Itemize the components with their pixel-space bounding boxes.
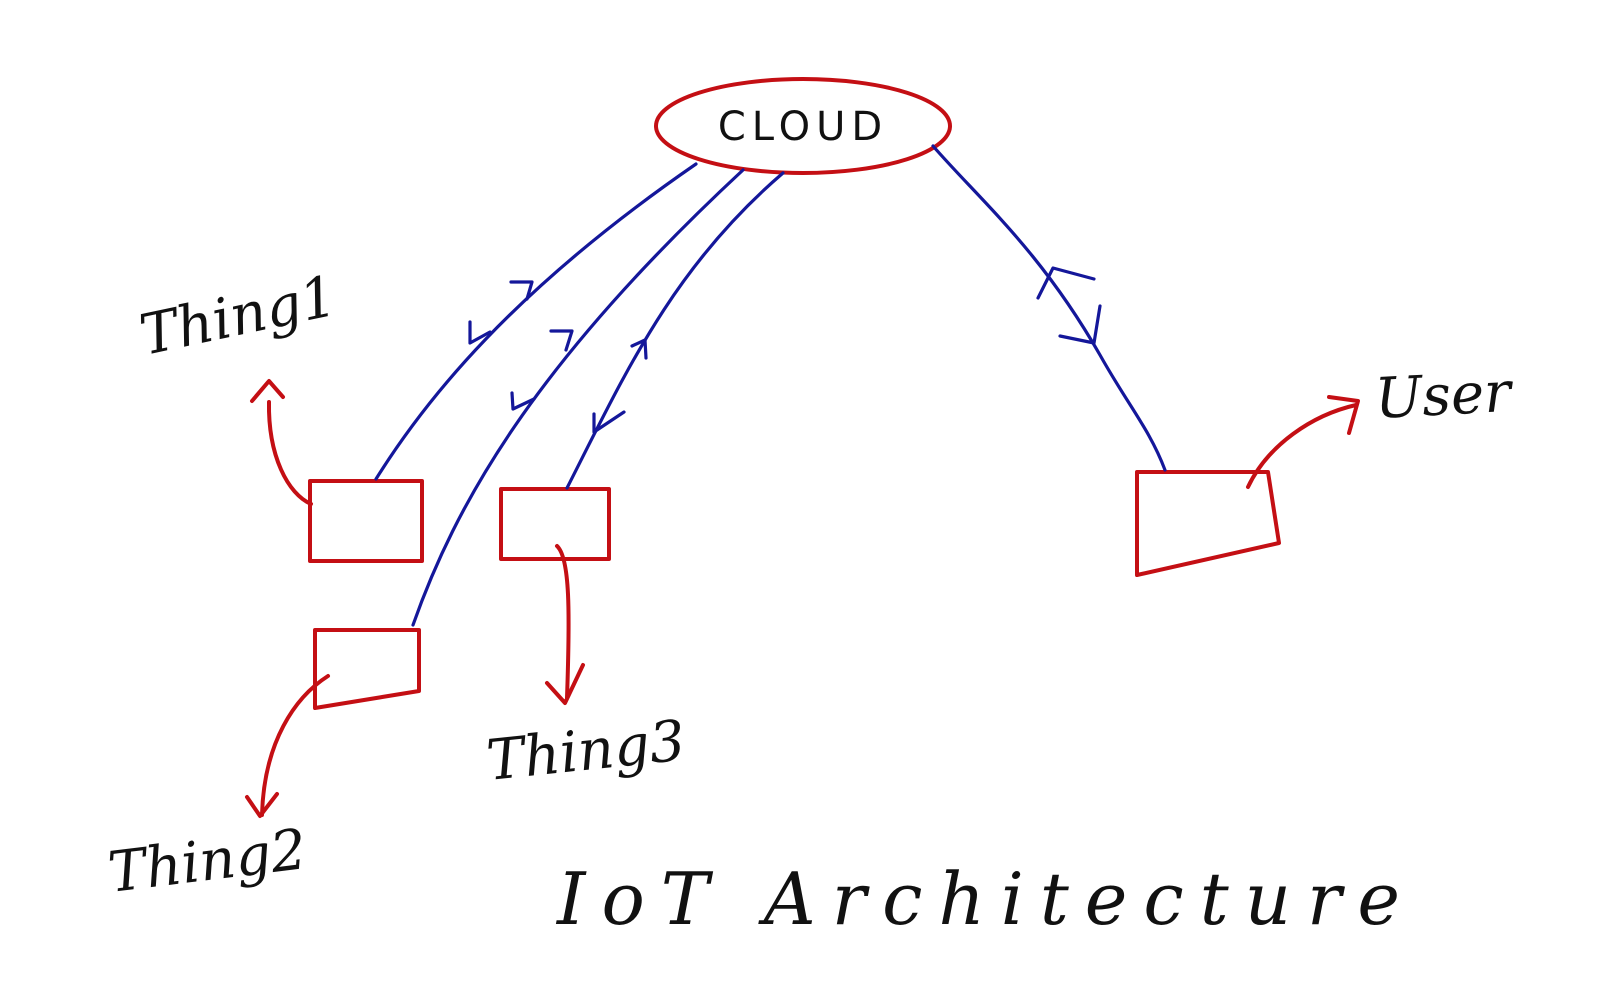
thing2-pointer-head xyxy=(245,792,279,818)
thing2-cloud-link xyxy=(411,168,745,627)
user-device xyxy=(1135,470,1281,577)
cloud-ellipse xyxy=(654,77,952,175)
thing2-pointer-line xyxy=(260,674,330,817)
thing1-pointer-arrow xyxy=(250,379,313,506)
user-pointer-head xyxy=(1327,395,1360,435)
thing1-down-arrowhead xyxy=(468,320,492,345)
thing1-box xyxy=(308,479,424,563)
thing1-pointer-head xyxy=(250,379,285,403)
cloud-label: CLOUD xyxy=(718,104,888,150)
thing3-cloud-link xyxy=(565,171,785,490)
thing1-cloud-link xyxy=(374,162,698,481)
thing2-label: Thing2 xyxy=(105,817,310,906)
cloud-node: CLOUD xyxy=(654,77,952,175)
user-label: User xyxy=(1373,360,1515,432)
user-down-arrowhead xyxy=(1058,304,1102,345)
thing3-device xyxy=(499,487,611,561)
thing1-device xyxy=(308,479,424,563)
user-box xyxy=(1135,470,1281,577)
thing2-device xyxy=(313,628,421,710)
thing3-cloud-link-line xyxy=(565,171,785,490)
thing3-pointer-line xyxy=(555,544,571,700)
thing2-cloud-link-line xyxy=(411,168,745,627)
thing3-down-arrowhead xyxy=(592,410,626,434)
thing1-up-arrowhead xyxy=(509,280,534,301)
thing2-box xyxy=(313,628,421,710)
user-pointer-line xyxy=(1246,403,1358,489)
thing3-box xyxy=(499,487,611,561)
user-up-arrowhead xyxy=(1036,266,1096,300)
thing1-label: Thing1 xyxy=(134,264,342,369)
user-cloud-link-line xyxy=(931,144,1167,472)
thing3-pointer-head xyxy=(545,663,585,705)
diagram-title: IoT Architecture xyxy=(555,857,1416,941)
thing2-up-arrowhead xyxy=(549,329,574,352)
thing3-label: Thing3 xyxy=(484,708,689,793)
thing2-pointer-arrow xyxy=(245,674,330,818)
thing1-cloud-link-line xyxy=(374,162,698,481)
thing3-up-arrowhead xyxy=(630,338,648,360)
thing2-down-arrowhead xyxy=(510,391,536,411)
thing3-pointer-arrow xyxy=(545,544,585,705)
thing1-pointer-line xyxy=(266,400,313,506)
user-cloud-link xyxy=(931,144,1167,472)
user-pointer-arrow xyxy=(1246,395,1360,489)
